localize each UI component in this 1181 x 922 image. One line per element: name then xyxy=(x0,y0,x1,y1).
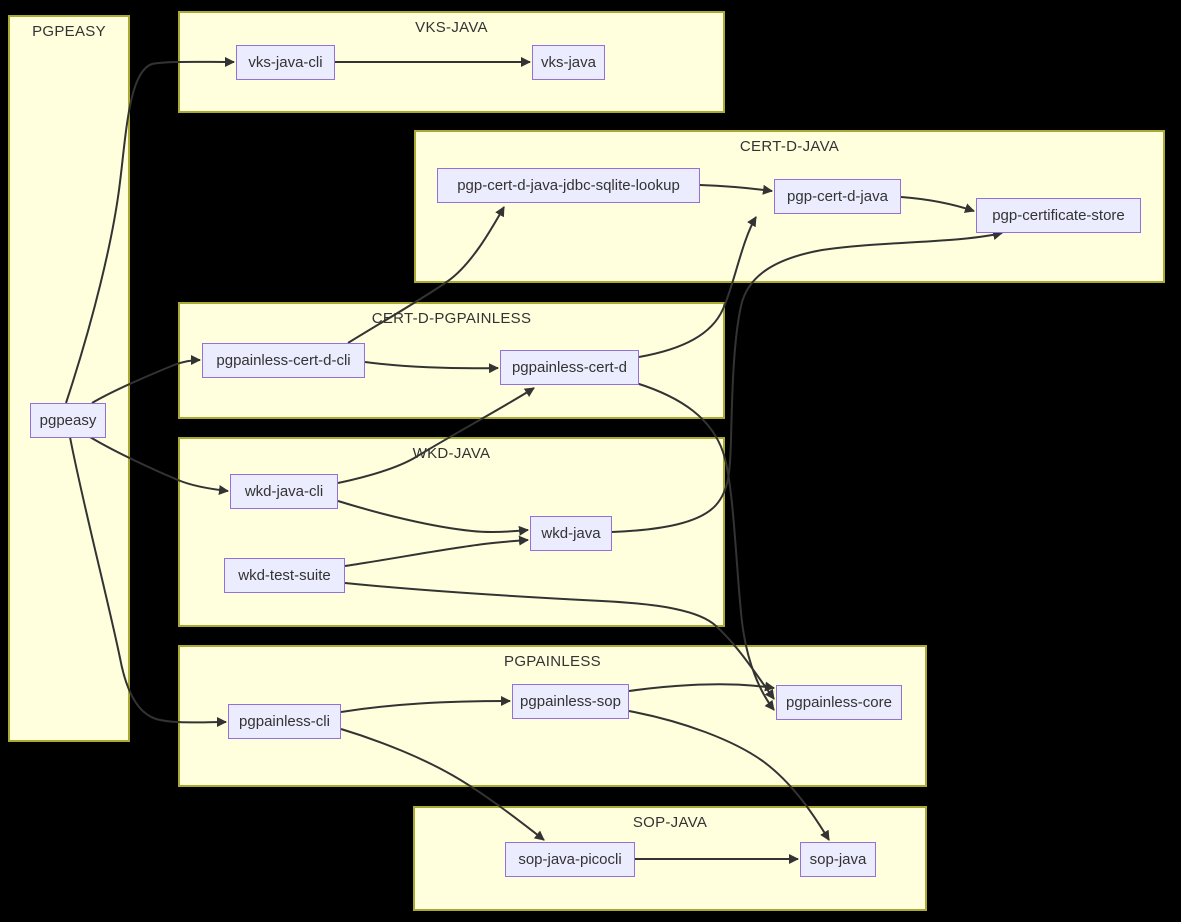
node-pgpainless-cert-d: pgpainless-cert-d xyxy=(500,350,639,385)
group-title-sop-java: SOP-JAVA xyxy=(632,814,708,831)
node-pgpainless-cli: pgpainless-cli xyxy=(228,704,341,739)
group-title-cert-d-pgpainless: CERT-D-PGPAINLESS xyxy=(371,310,532,327)
group-title-wkd-java: WKD-JAVA xyxy=(412,445,491,462)
node-pgpainless-cert-d-cli: pgpainless-cert-d-cli xyxy=(202,343,365,378)
node-sop-java-picocli: sop-java-picocli xyxy=(505,842,635,877)
node-pgpainless-sop: pgpainless-sop xyxy=(512,684,629,719)
node-wkd-java-cli: wkd-java-cli xyxy=(230,474,338,509)
group-title-vks-java: VKS-JAVA xyxy=(415,19,488,36)
group-title-pgpainless: PGPAINLESS xyxy=(504,653,601,670)
group-pgpeasy: PGPEASY xyxy=(8,15,130,742)
group-title-cert-d-java: CERT-D-JAVA xyxy=(739,138,840,155)
node-wkd-java: wkd-java xyxy=(530,516,612,551)
group-wkd-java: WKD-JAVA xyxy=(178,437,725,627)
node-wkd-test-suite: wkd-test-suite xyxy=(224,558,345,593)
group-title-pgpeasy: PGPEASY xyxy=(32,23,106,40)
node-vks-java-cli: vks-java-cli xyxy=(236,45,335,80)
node-pgp-certificate-store: pgp-certificate-store xyxy=(976,198,1141,233)
node-vks-java: vks-java xyxy=(532,45,605,80)
node-pgpeasy: pgpeasy xyxy=(30,403,106,438)
node-pgp-cert-d-java-jdbc-sqlite-lookup: pgp-cert-d-java-jdbc-sqlite-lookup xyxy=(437,168,700,203)
node-pgp-cert-d-java: pgp-cert-d-java xyxy=(774,179,901,214)
node-sop-java: sop-java xyxy=(800,842,876,877)
node-pgpainless-core: pgpainless-core xyxy=(776,685,902,720)
